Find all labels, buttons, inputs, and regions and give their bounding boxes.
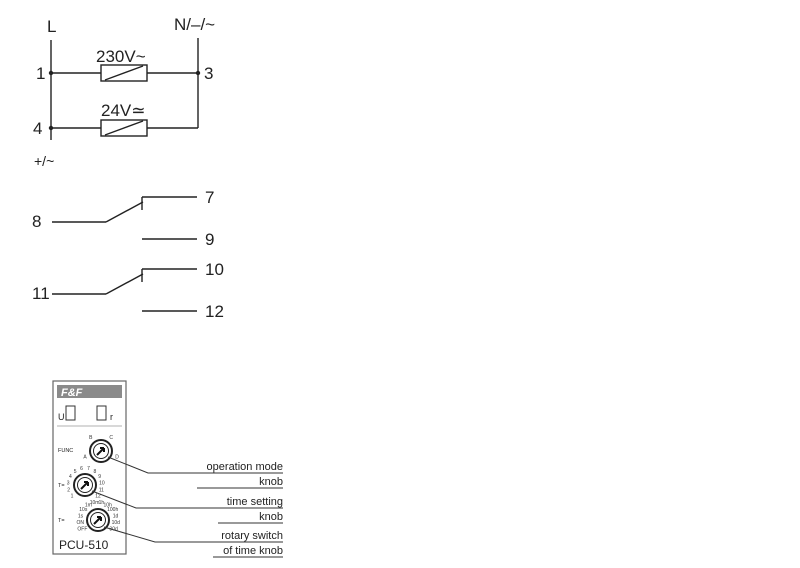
time-tick-label: 9 [98,474,101,480]
operation-mode-knob-inner [93,443,109,459]
terminal-10-label: 10 [205,260,224,279]
time-range-label: T= [58,518,65,524]
terminal-1-label: 1 [36,64,45,83]
time-tick-label: 7 [87,466,90,472]
coil-230-label: 230V~ [96,47,146,66]
func-tick-label: D [115,454,119,460]
range-tick-label: ON [76,520,84,526]
leader-time-setting [91,490,283,509]
range-tick-label: 10h [104,503,113,509]
range-tick-label: 1m [85,503,92,509]
leader-operation-mode [107,456,283,474]
contact-2-blade [105,273,144,295]
time-tick-label: 1 [71,494,74,500]
range-tick-label: 10s [79,507,88,513]
brand-logo: F&F [61,387,83,399]
terminal-4-label: 4 [33,119,42,138]
func-tick-label: A [83,454,87,460]
func-ticks: A B C D [83,435,119,460]
polarity-label: +/~ [34,153,54,169]
terminal-l-label: L [47,17,56,36]
contact-1-blade [105,201,144,223]
func-label: FUNC [58,448,73,454]
node-3 [195,70,201,76]
time-tick-label: 12 [95,494,101,500]
callout-time-setting-knob: knob [259,511,283,523]
time-label: T= [58,483,65,489]
range-tick-label: OFF [77,527,87,533]
coil-24-slash [104,120,144,136]
node-4 [48,125,54,131]
terminal-11-label: 11 [32,284,50,303]
time-setting-knob-inner [77,477,93,493]
coil-24-label: 24V≃ [101,101,146,120]
terminal-3-label: 3 [204,64,213,83]
leader-rotary-switch [103,526,283,543]
coil-230-slash [104,65,144,81]
terminal-8-label: 8 [32,212,41,231]
callout-rotary-switch-knob: of time knob [223,545,283,557]
time-tick-label: 5 [74,469,77,475]
func-tick-label: C [109,435,113,441]
time-setting-arrow-icon [80,481,89,490]
callout-time-setting: time setting [227,496,283,508]
time-tick-label: 10 [99,480,105,486]
time-tick-label: 2 [67,487,70,493]
rotary-switch-knob-inner [90,512,106,528]
led-u-label: U [58,412,65,422]
terminal-9-label: 9 [205,230,214,249]
node-1 [48,70,54,76]
time-tick-label: 3 [67,480,70,486]
rotary-switch-arrow-icon [93,516,102,525]
operation-mode-arrow-icon [96,447,105,456]
time-tick-label: 6 [80,466,83,472]
func-tick-label: B [89,435,93,441]
range-tick-label: 1h [99,500,105,506]
terminal-12-label: 12 [205,302,224,321]
callout-rotary-switch: rotary switch [221,530,283,542]
time-tick-label: 8 [94,469,97,475]
callout-operation-mode: operation mode [207,461,283,473]
time-tick-label: 11 [99,487,104,493]
callout-operation-mode-knob: knob [259,476,283,488]
time-tick-label: 4 [69,474,72,480]
brand-bar [57,385,122,398]
led-r-indicator [96,405,107,421]
led-u-indicator [65,405,76,421]
range-tick-label: 1d [113,513,119,519]
range-tick-label: 100h [107,507,118,513]
range-tick-label: 10d [112,520,121,526]
range-tick-label: 1s [78,513,84,519]
led-r-label: r [110,412,113,422]
model-label: PCU-510 [59,538,109,552]
terminal-n-label: N/–/~ [174,15,215,34]
terminal-7-label: 7 [205,188,214,207]
range-tick-label: 10m [90,500,100,506]
